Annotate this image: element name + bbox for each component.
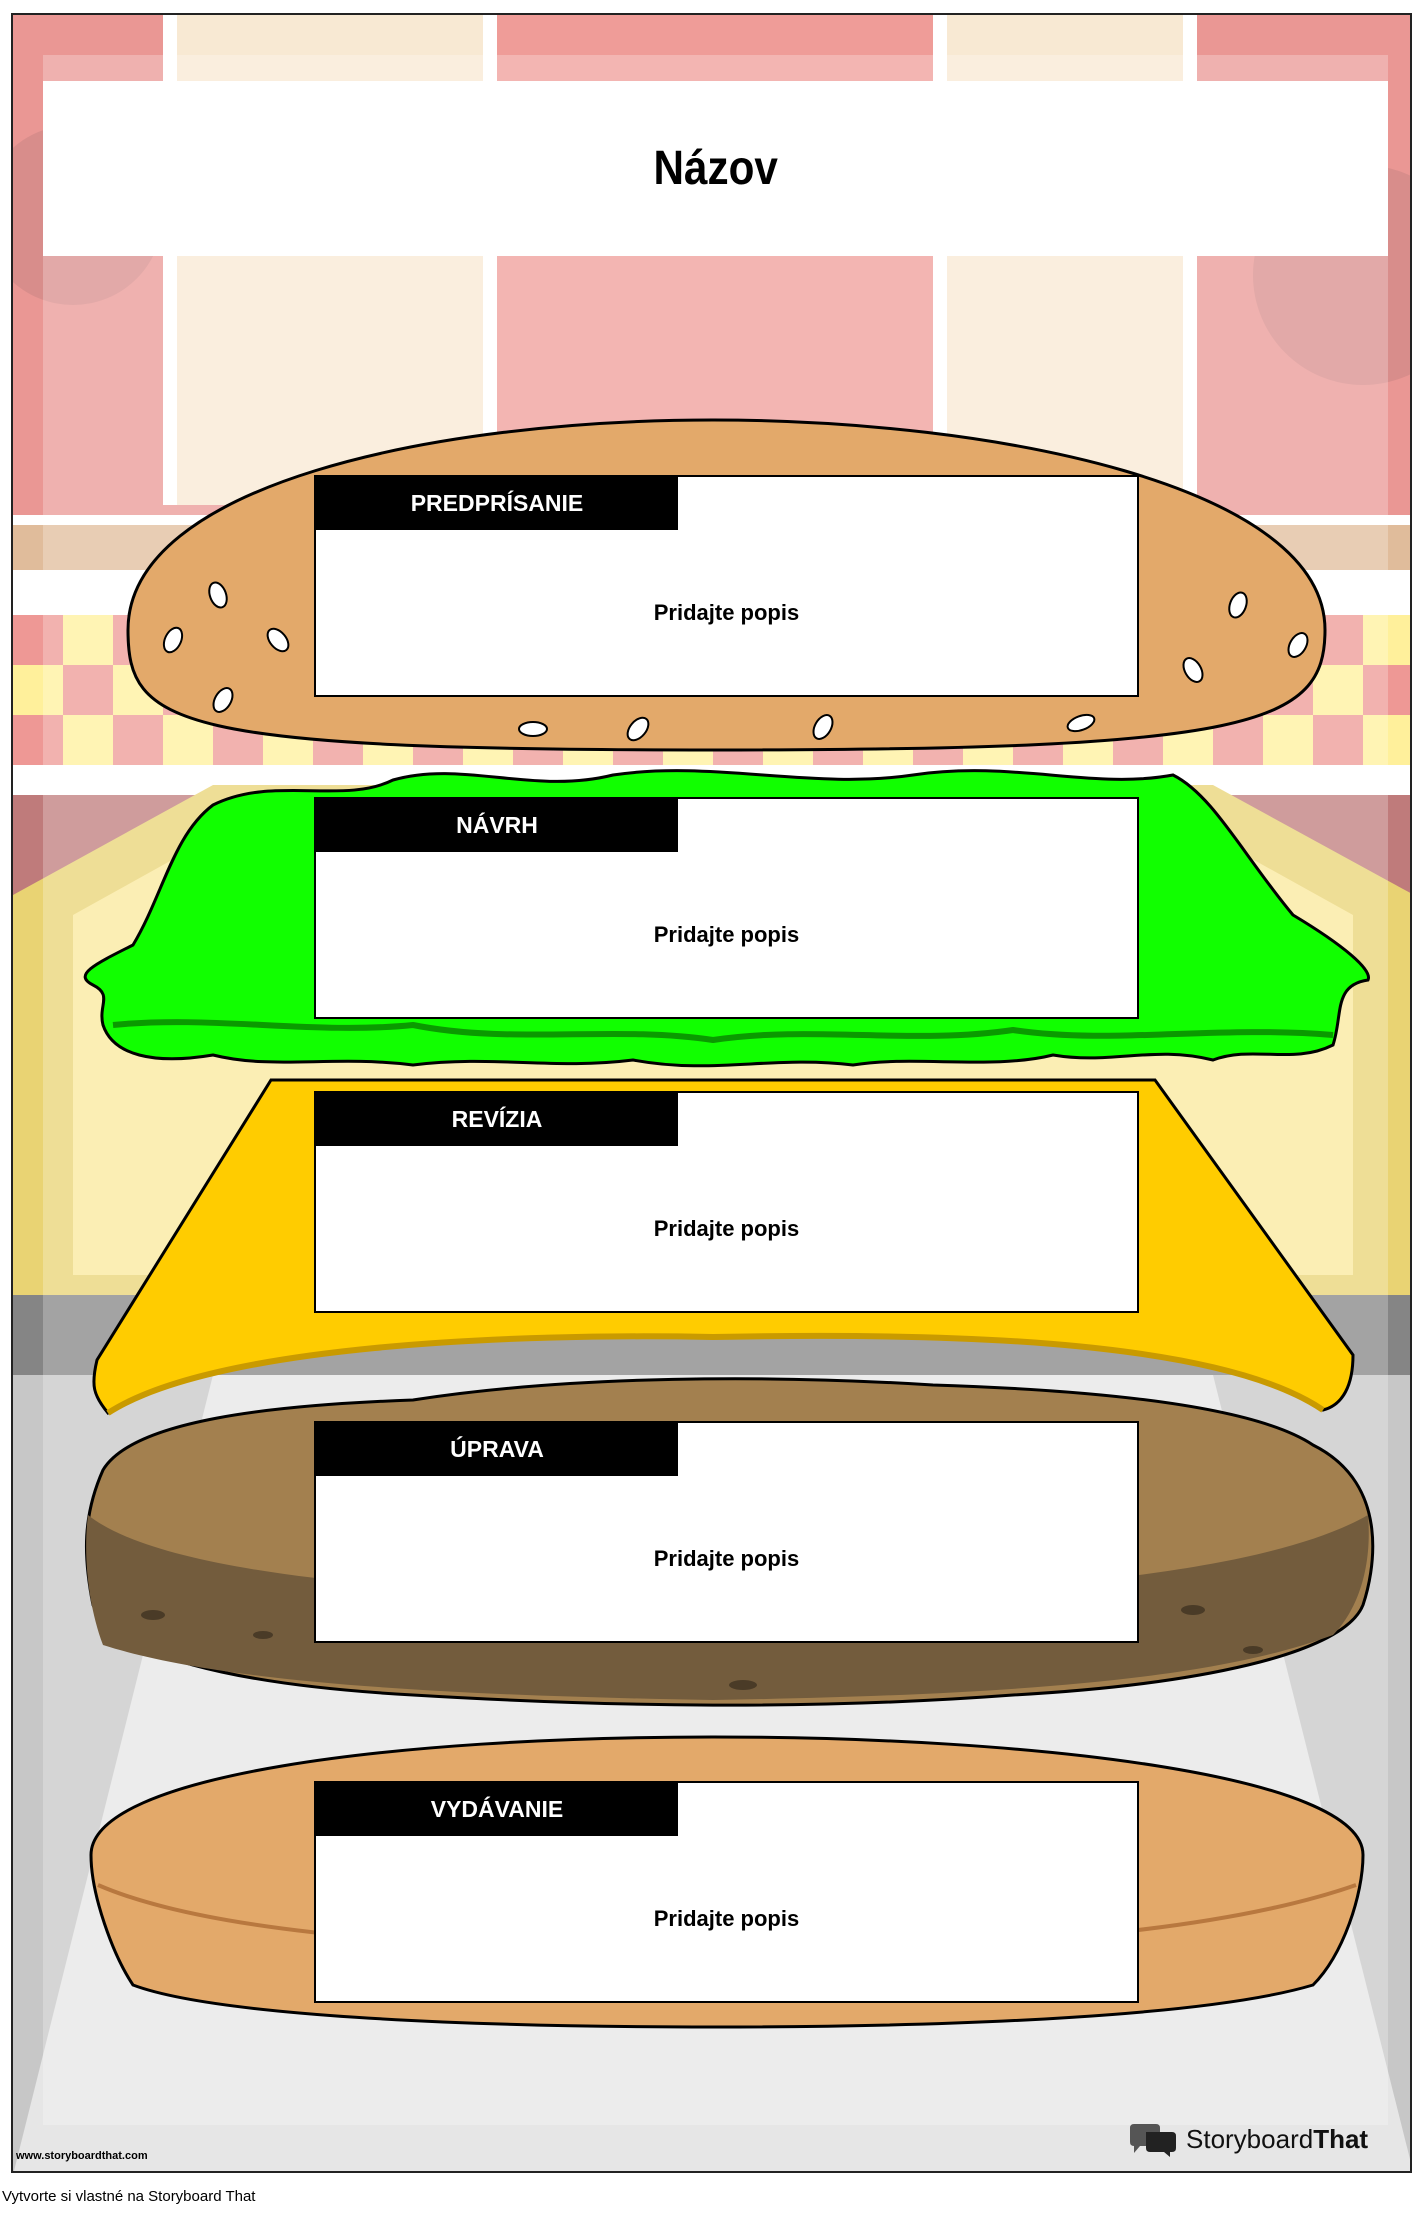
checker-tile [63,715,113,765]
checker-tile [1363,665,1410,715]
checker-tile [1313,715,1363,765]
page-title[interactable]: Názov [653,142,778,195]
card-label: VYDÁVANIE [316,1783,678,1836]
checker-tile [13,665,63,715]
card-drafting[interactable]: NÁVRH Pridajte popis [314,797,1139,1019]
card-label: ÚPRAVA [316,1423,678,1476]
card-editing[interactable]: ÚPRAVA Pridajte popis [314,1421,1139,1643]
card-description[interactable]: Pridajte popis [653,1905,800,1931]
checker-tile [113,715,163,765]
card-publishing[interactable]: VYDÁVANIE Pridajte popis [314,1781,1139,2003]
brand-name: StoryboardThat [1186,2123,1369,2154]
checker-tile [1263,715,1313,765]
card-label: NÁVRH [316,799,678,852]
card-description[interactable]: Pridajte popis [653,921,800,947]
watermark-url: www.storyboardthat.com [16,2150,148,2162]
card-description[interactable]: Pridajte popis [653,1545,800,1571]
checker-tile [63,615,113,665]
speech-bubbles-logo-icon [1130,2124,1176,2157]
storyboardthat-logo: StoryboardThat [1128,2120,1368,2158]
checker-tile [1313,665,1363,715]
card-description[interactable]: Pridajte popis [653,1215,800,1241]
checker-tile [1363,615,1410,665]
card-label: REVÍZIA [316,1093,678,1146]
checker-tile [63,665,113,715]
checker-tile [1363,715,1410,765]
card-description[interactable]: Pridajte popis [653,599,800,625]
card-prewriting[interactable]: PREDPRÍSANIE Pridajte popis [314,475,1139,697]
footer-credit: Vytvorte si vlastné na Storyboard That [2,2188,256,2205]
title-box[interactable]: Názov [43,81,1388,256]
card-label: PREDPRÍSANIE [316,477,678,530]
checker-tile [13,615,63,665]
checker-tile [13,715,63,765]
card-revising[interactable]: REVÍZIA Pridajte popis [314,1091,1139,1313]
worksheet-poster: Názov PREDPRÍSANIE Pridajte popis NÁVRH … [11,13,1412,2173]
